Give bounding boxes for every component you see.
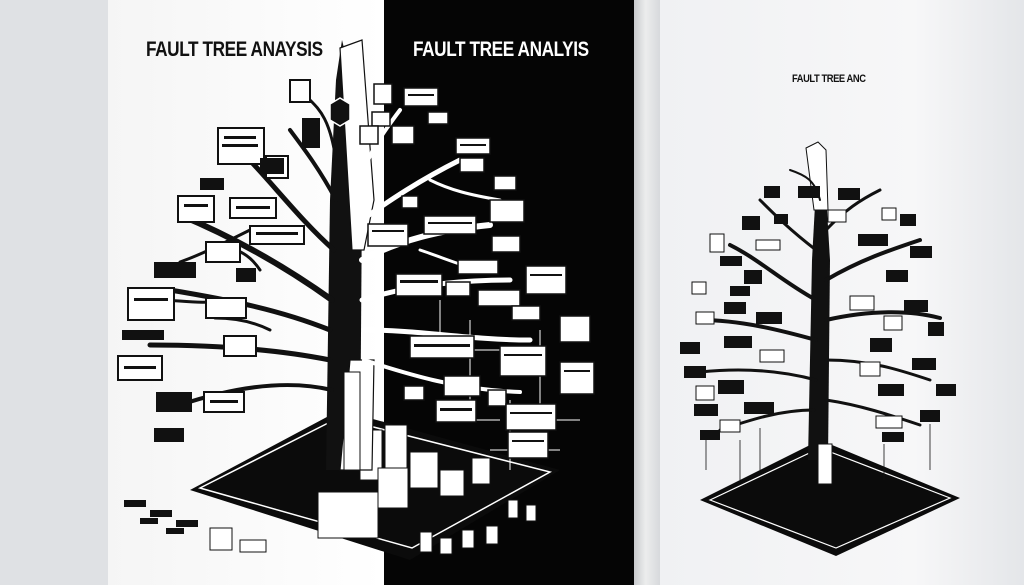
title-middle: FAULT TREE ANALYIS bbox=[413, 38, 589, 61]
fault-nodes-middle bbox=[359, 83, 595, 459]
title-right: FAULT TREE ANC bbox=[792, 73, 866, 85]
right-tree bbox=[680, 141, 960, 556]
city-buildings bbox=[209, 424, 537, 555]
title-left: FAULT TREE ANAYSIS bbox=[146, 38, 323, 61]
fault-nodes-left bbox=[117, 79, 320, 442]
panel-divider bbox=[634, 0, 660, 585]
hexagon-gate-icon bbox=[329, 97, 351, 127]
ground-tiles bbox=[124, 500, 198, 534]
